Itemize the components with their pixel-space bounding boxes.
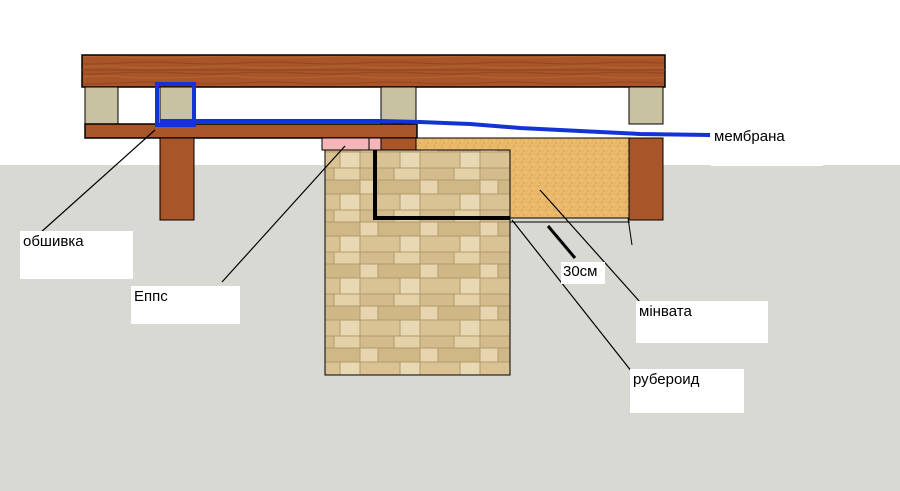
sheathing-board <box>84 123 418 139</box>
membrane-highlight-box <box>155 82 196 127</box>
stone-cap <box>321 137 370 151</box>
leader-mineral-wool <box>539 189 641 303</box>
leader-sheathing <box>29 129 156 243</box>
joist-end-3 <box>380 86 417 125</box>
right-post <box>628 137 664 221</box>
joist-end-4 <box>628 86 664 125</box>
label-membrane: мембрана <box>711 126 823 166</box>
leader-xps <box>221 145 346 283</box>
label-mineral-wool: мінвата <box>636 301 768 343</box>
label-sheathing: обшивка <box>20 231 133 279</box>
label-xps: Еппс <box>131 286 240 324</box>
label-roofing-felt: рубероид <box>630 369 744 413</box>
label-dimension: 30см <box>561 262 605 284</box>
joist-end-1 <box>84 86 119 125</box>
roofing-felt-line <box>373 150 510 220</box>
stone-foundation <box>324 149 511 376</box>
dimension-end-tick <box>627 217 633 246</box>
floor-board <box>81 54 666 88</box>
leader-roofing-felt <box>511 219 633 373</box>
left-post <box>159 137 195 221</box>
joist-end-2 <box>159 86 195 125</box>
membrane-line <box>160 119 711 137</box>
dimension-tick <box>546 225 577 259</box>
